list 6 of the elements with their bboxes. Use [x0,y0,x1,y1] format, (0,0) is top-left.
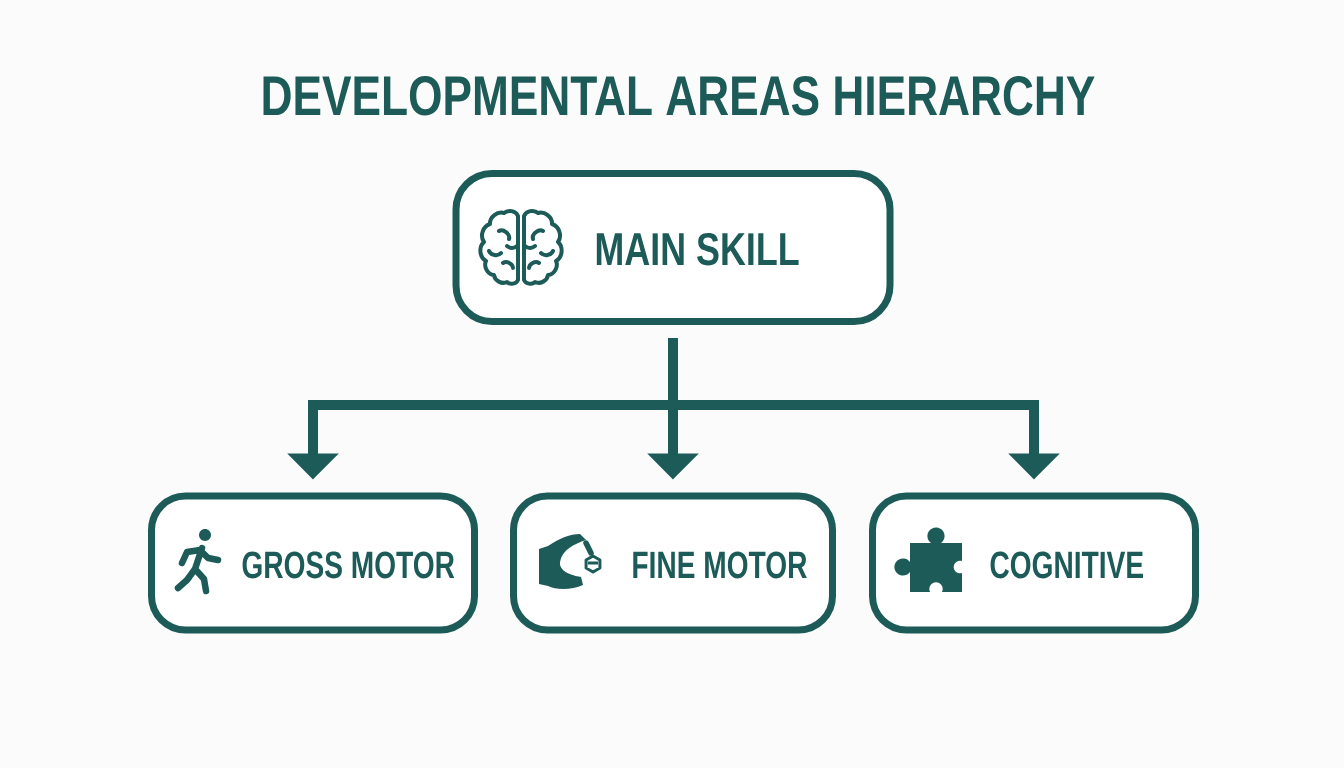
connector-line [668,338,678,400]
box-label: MAIN SKILL [596,232,799,266]
box-label: COGNITIVE [990,551,1143,579]
title: DEVELOPMENTAL AREAS HIERARCHY [263,75,1095,116]
box-label: GROSS MOTOR [242,551,455,579]
box-label: FINE MOTOR [633,551,807,579]
